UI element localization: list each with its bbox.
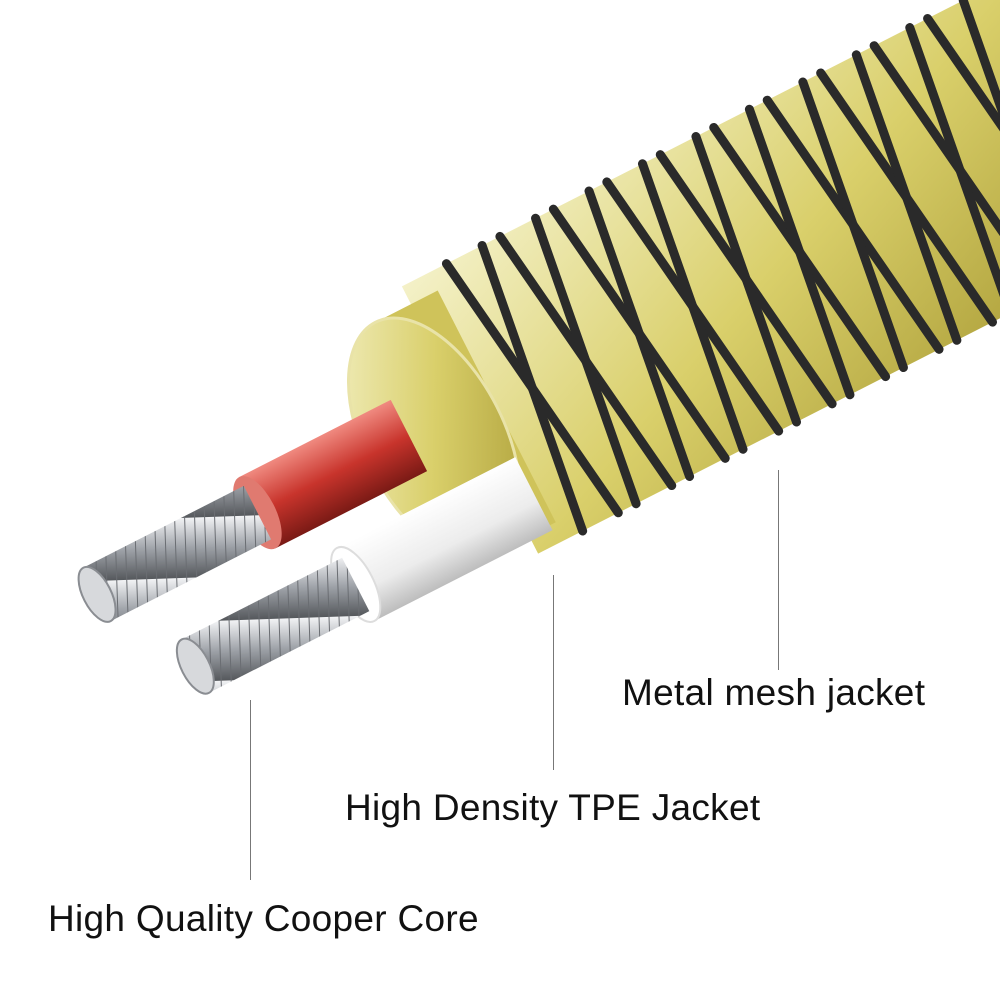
white-insulated-wire <box>175 457 553 695</box>
mesh-leader-line <box>778 470 779 670</box>
tpe-leader-line <box>553 575 554 770</box>
label-tpe-jacket: High Density TPE Jacket <box>345 787 761 828</box>
label-copper-core: High Quality Cooper Core <box>48 898 479 939</box>
core-leader-line <box>250 700 251 880</box>
label-metal-mesh-jacket: Metal mesh jacket <box>622 672 926 713</box>
red-insulated-wire <box>77 399 428 623</box>
